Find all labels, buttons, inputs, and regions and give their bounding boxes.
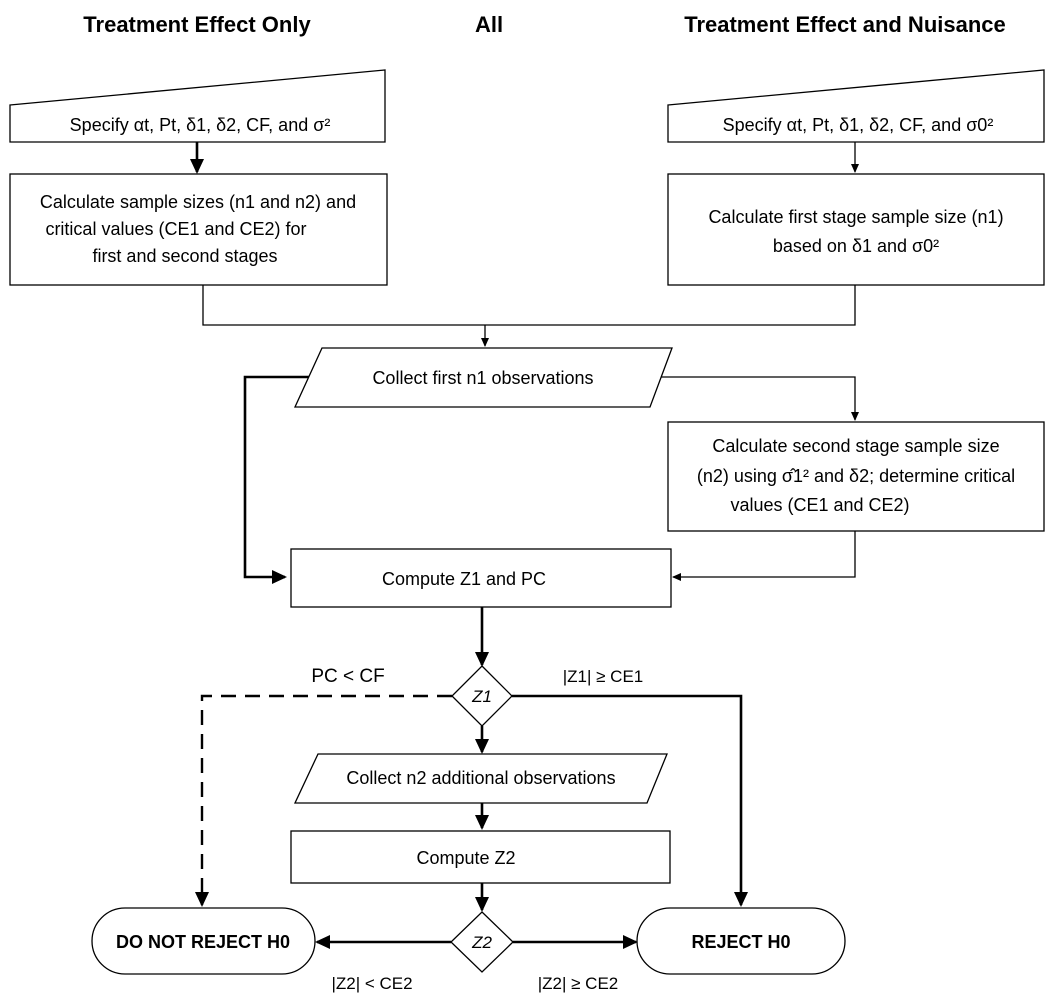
node-decision-z1-label: Z1 [471,687,492,706]
node-compute-z1-label: Compute Z1 and PC [382,569,546,589]
node-decision-z2: Z2 [450,911,514,973]
node-calc-right-line1: Calculate first stage sample size (n1) [708,207,1003,227]
node-collect-additional: Collect n2 additional observations [293,753,668,804]
node-do-not-reject: DO NOT REJECT H0 [91,907,316,975]
node-calc-second-line1: Calculate second stage sample size [712,436,999,456]
node-collect-first: Collect first n1 observations [293,347,673,408]
node-calc-left-line3: first and second stages [92,246,277,266]
node-calc-left-line1: Calculate sample sizes (n1 and n2) and [40,192,356,212]
node-collect-first-label: Collect first n1 observations [372,368,593,388]
header-left: Treatment Effect Only [83,12,311,37]
node-decision-z1: Z1 [451,665,513,727]
node-calc-right-line2: based on δ1 and σ0² [773,236,939,256]
node-specify-right: Specify αt, Pt, δ1, δ2, CF, and σ0² [667,69,1045,143]
node-compute-z2: Compute Z2 [290,830,671,884]
edge-z1-to-do-not-reject [195,694,452,907]
node-specify-right-label: Specify αt, Pt, δ1, δ2, CF, and σ0² [723,115,994,135]
node-calc-left: Calculate sample sizes (n1 and n2) and c… [9,173,388,286]
edge-z1-to-reject [512,694,748,907]
node-do-not-reject-label: DO NOT REJECT H0 [116,932,290,952]
header-center: All [475,12,503,37]
edge-calc-left-merge [202,285,856,326]
node-compute-z1: Compute Z1 and PC [290,548,672,608]
edge-collect-first-to-compute-z1 [243,375,312,584]
edge-label-z1-ge-ce1: |Z1| ≥ CE1 [563,667,644,686]
node-calc-right: Calculate first stage sample size (n1) b… [667,173,1045,286]
edge-collect-first-to-calc-second [650,376,859,421]
node-specify-left-label: Specify αt, Pt, δ1, δ2, CF, and σ² [70,115,331,135]
edge-calc-second-to-compute-z1 [672,531,856,581]
node-compute-z2-label: Compute Z2 [416,848,515,868]
node-reject: REJECT H0 [636,907,846,975]
node-calc-left-line2: critical values (CE1 and CE2) for [45,219,306,239]
node-calc-second-line3: values (CE1 and CE2) [730,495,909,515]
header-right: Treatment Effect and Nuisance [684,12,1006,37]
node-calc-second-line2: (n2) using σ̂1² and δ2; determine critic… [697,466,1015,486]
node-collect-additional-label: Collect n2 additional observations [346,768,615,788]
edge-label-pc-lt-cf: PC < CF [311,666,384,687]
node-calc-second: Calculate second stage sample size (n2) … [667,421,1045,532]
node-reject-label: REJECT H0 [691,932,790,952]
node-specify-left: Specify αt, Pt, δ1, δ2, CF, and σ² [9,69,386,143]
edge-label-z2-lt-ce2: |Z2| < CE2 [331,974,412,993]
edge-label-z2-ge-ce2: |Z2| ≥ CE2 [538,974,619,993]
node-decision-z2-label: Z2 [471,933,492,952]
